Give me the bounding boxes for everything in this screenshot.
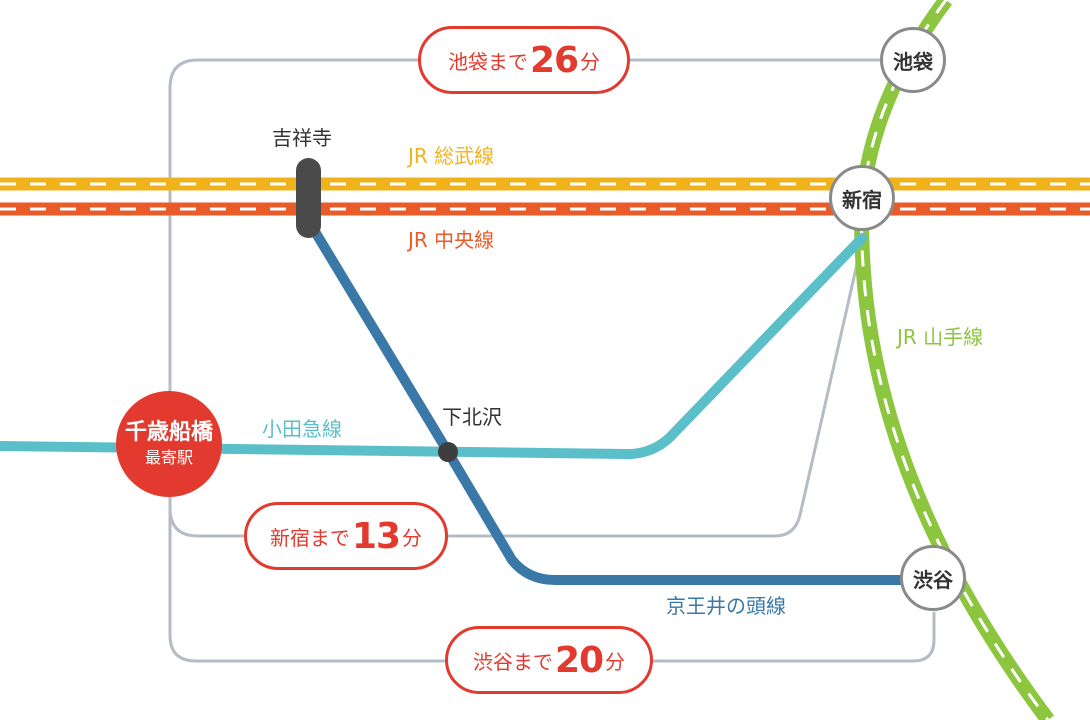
- home-station-name: 千歳船橋: [124, 420, 213, 445]
- label-sobu: JR 総武線: [408, 144, 495, 168]
- line-yamanote: [854, 0, 1055, 720]
- travel-time-minutes: 20: [554, 639, 604, 681]
- station-ikebukuro: 池袋: [880, 27, 946, 93]
- line-keio-inokashira: [303, 215, 910, 585]
- shimokitazawa-station-marker: [438, 442, 458, 462]
- travel-time-shibuya: 渋谷まで 20 分: [445, 626, 653, 694]
- home-station-badge: 千歳船橋 最寄駅: [116, 391, 222, 497]
- label-chuo: JR 中央線: [408, 228, 495, 252]
- station-shibuya: 渋谷: [900, 545, 966, 611]
- label-odakyu: 小田急線: [262, 417, 342, 441]
- travel-time-unit: 分: [402, 525, 423, 550]
- label-shimokitazawa: 下北沢: [442, 405, 502, 429]
- kichijoji-station-marker: [296, 158, 321, 238]
- home-station-subtitle: 最寄駅: [144, 448, 193, 467]
- line-odakyu: [0, 233, 867, 460]
- travel-time-minutes: 13: [351, 515, 401, 557]
- travel-time-shinjuku: 新宿まで 13 分: [244, 502, 448, 570]
- travel-time-prefix: 渋谷まで: [472, 649, 553, 674]
- travel-time-minutes: 26: [529, 39, 579, 81]
- route-to-ikebukuro: [168, 58, 880, 410]
- station-shinjuku: 新宿: [829, 165, 895, 231]
- travel-time-ikebukuro: 池袋まで 26 分: [418, 26, 630, 94]
- route-to-shinjuku: [168, 241, 864, 538]
- travel-time-unit: 分: [580, 49, 601, 74]
- travel-time-prefix: 池袋まで: [447, 49, 528, 74]
- label-kichijoji: 吉祥寺: [272, 126, 332, 150]
- label-keio-inokashira: 京王井の頭線: [666, 594, 786, 618]
- travel-time-unit: 分: [605, 649, 626, 674]
- travel-time-prefix: 新宿まで: [269, 525, 350, 550]
- label-yamanote: JR 山手線: [897, 325, 984, 349]
